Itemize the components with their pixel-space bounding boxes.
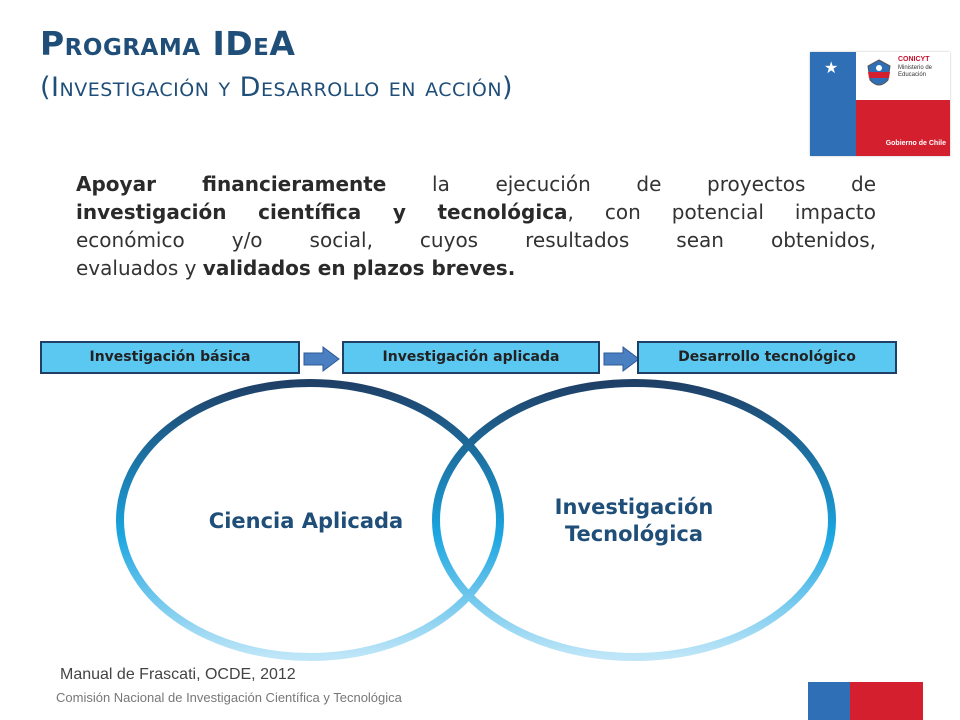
description-line-3: económico y/o social, cuyos resultados s… [76, 226, 876, 254]
description-line-1: Apoyar financieramente la ejecución de p… [76, 170, 876, 198]
logo-ministry-text: Ministerio de Educación [898, 65, 933, 78]
venn-diagram [116, 379, 836, 661]
source-citation: Manual de Frascati, OCDE, 2012 [60, 666, 296, 683]
body-text: , con potencial impacto [567, 200, 876, 224]
description-line-4: evaluados y validados en plazos breves. [76, 254, 876, 282]
star-icon: ★ [824, 58, 839, 77]
research-chain: Investigación básica Investigación aplic… [0, 341, 960, 378]
stage-desarrollo-tecnologico: Desarrollo tecnológico [637, 341, 897, 374]
institution-name: Comisión Nacional de Investigación Cient… [56, 690, 402, 705]
label-line-1: Investigación [554, 495, 714, 519]
body-text: económico y/o social, cuyos resultados s… [76, 228, 876, 252]
emphasis-text: validados en plazos breves. [202, 256, 516, 280]
page-subtitle: (Investigación y Desarrollo en acción) [40, 72, 514, 103]
stage-investigacion-aplicada: Investigación aplicada [342, 341, 600, 374]
logo-brand-text: CONICYT [898, 56, 930, 63]
emphasis-text: Apoyar financieramente [76, 172, 387, 196]
description-line-2: investigación científica y tecnológica, … [76, 198, 876, 226]
body-text: la ejecución de proyectos de [386, 172, 876, 196]
emphasis-text: investigación científica y tecnológica [76, 200, 568, 224]
circle-ciencia-aplicada [116, 379, 504, 661]
description-paragraph: Apoyar financieramente la ejecución de p… [76, 170, 876, 282]
arrow-right-icon [303, 346, 340, 372]
page-title: Programa IDeA [40, 24, 296, 63]
coat-of-arms-icon [867, 59, 891, 86]
label-ciencia-aplicada: Ciencia Aplicada [208, 509, 404, 533]
body-text: evaluados y [76, 256, 203, 280]
label-line-2: Tecnológica [564, 522, 704, 546]
logo-government-text: Gobierno de Chile [885, 140, 946, 147]
stage-investigacion-basica: Investigación básica [40, 341, 300, 374]
logo-red-band [856, 100, 950, 156]
flag-blue [808, 682, 850, 720]
chile-flag-band [808, 682, 923, 720]
logo-blue-band [810, 52, 856, 156]
label-investigacion-tecnologica: Investigación Tecnológica [504, 494, 764, 548]
circle-investigacion-tecnologica [432, 379, 836, 661]
conicyt-logo: ★ CONICYT Ministerio de Educación Gobier… [810, 52, 950, 156]
arrow-right-icon [603, 346, 640, 372]
flag-red [850, 682, 923, 720]
